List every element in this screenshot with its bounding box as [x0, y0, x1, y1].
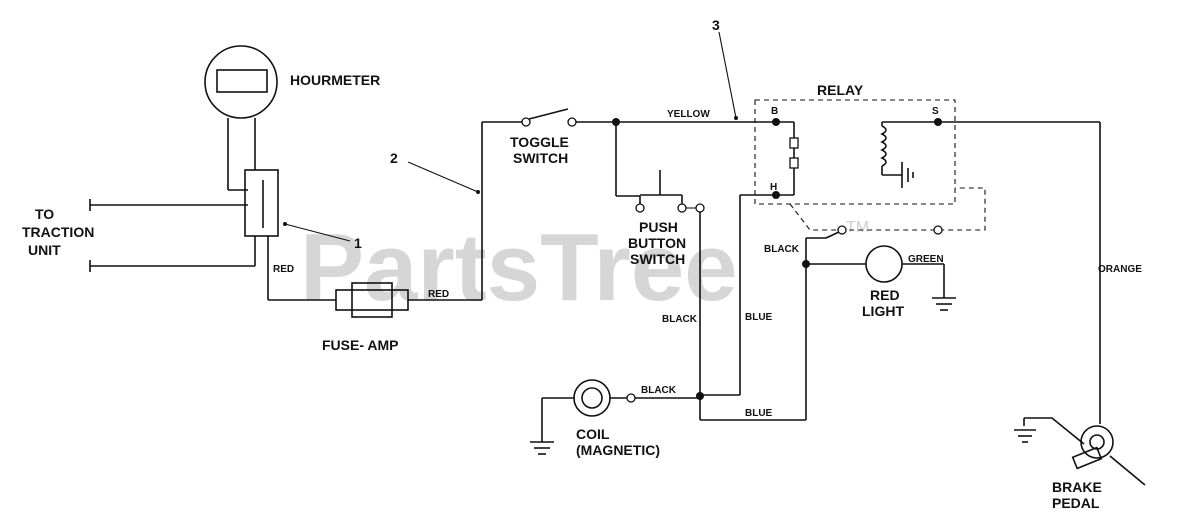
push-label-1: PUSH [639, 219, 678, 235]
brake-label-2: PEDAL [1052, 495, 1100, 511]
watermark-tm: TM [846, 219, 869, 236]
hourmeter-label: HOURMETER [290, 72, 380, 88]
to-traction-label-2: TRACTION [22, 224, 94, 240]
to-traction-label-1: TO [35, 206, 54, 222]
toggle-label-2: SWITCH [513, 150, 568, 166]
wire-label-red-1: RED [273, 264, 294, 275]
red-light-lamp [865, 245, 903, 283]
hourmeter-module [244, 169, 279, 237]
coil-label-1: COIL [576, 426, 610, 442]
relay: RELAY B H S [754, 82, 986, 239]
coil-magnetic: BLACK COIL (MAGNETIC) [530, 379, 704, 458]
toggle-switch: TOGGLE SWITCH YELLOW [482, 108, 776, 166]
hourmeter-gauge [204, 45, 278, 119]
relay-terminal-s-label: S [932, 106, 939, 117]
wire-label-red-2: RED [428, 289, 449, 300]
brake-pedal-arm [1071, 446, 1103, 470]
watermark-text: PartsTree [300, 214, 738, 321]
brake-switch-outer [1080, 425, 1114, 459]
wire-label-blue-push: BLUE [745, 312, 773, 323]
hourmeter: HOURMETER [204, 45, 380, 237]
wire-label-blue-bottom: BLUE [745, 408, 773, 419]
relay-housing [754, 99, 956, 205]
callout-3: 3 [712, 17, 720, 33]
toggle-label-1: TOGGLE [510, 134, 569, 150]
coil-outer [573, 379, 611, 417]
push-label-2: BUTTON [628, 235, 686, 251]
wire-label-orange: ORANGE [1098, 264, 1142, 275]
red-light-label-1: RED [870, 287, 900, 303]
wire-label-black-push: BLACK [662, 314, 698, 325]
to-traction-unit: TO TRACTION UNIT [22, 199, 256, 272]
relay-wiring: BLUE BLACK BLUE [700, 194, 826, 421]
wire-label-green: GREEN [908, 254, 944, 265]
relay-terminal-h-label: H [770, 182, 777, 193]
push-label-3: SWITCH [630, 251, 685, 267]
fuse-label: FUSE- AMP [322, 337, 398, 353]
red-light-label-2: LIGHT [862, 303, 904, 319]
fuse-circuit: RED RED FUSE- AMP [267, 122, 483, 353]
callout-2: 2 [390, 150, 398, 166]
wire-label-black-relay: BLACK [764, 244, 800, 255]
push-button-switch: PUSH BUTTON SWITCH BLACK [615, 122, 705, 420]
brake-label-1: BRAKE [1052, 479, 1102, 495]
coil-inner [581, 387, 603, 409]
relay-terminal-b-label: B [771, 106, 778, 117]
callouts: 1 2 3 [283, 17, 738, 251]
fuse-clip [351, 282, 393, 318]
hourmeter-display [216, 69, 268, 93]
relay-label: RELAY [817, 82, 864, 98]
wire-label-black-coil: BLACK [641, 385, 677, 396]
wire-label-yellow: YELLOW [667, 109, 710, 120]
coil-label-2: (MAGNETIC) [576, 442, 660, 458]
red-light: GREEN RED LIGHT [806, 245, 956, 319]
callout-1: 1 [354, 235, 362, 251]
watermark: PartsTree TM [300, 214, 869, 321]
brake-pedal: ORANGE BRAKE PEDAL [938, 121, 1146, 511]
to-traction-label-3: UNIT [28, 242, 61, 258]
